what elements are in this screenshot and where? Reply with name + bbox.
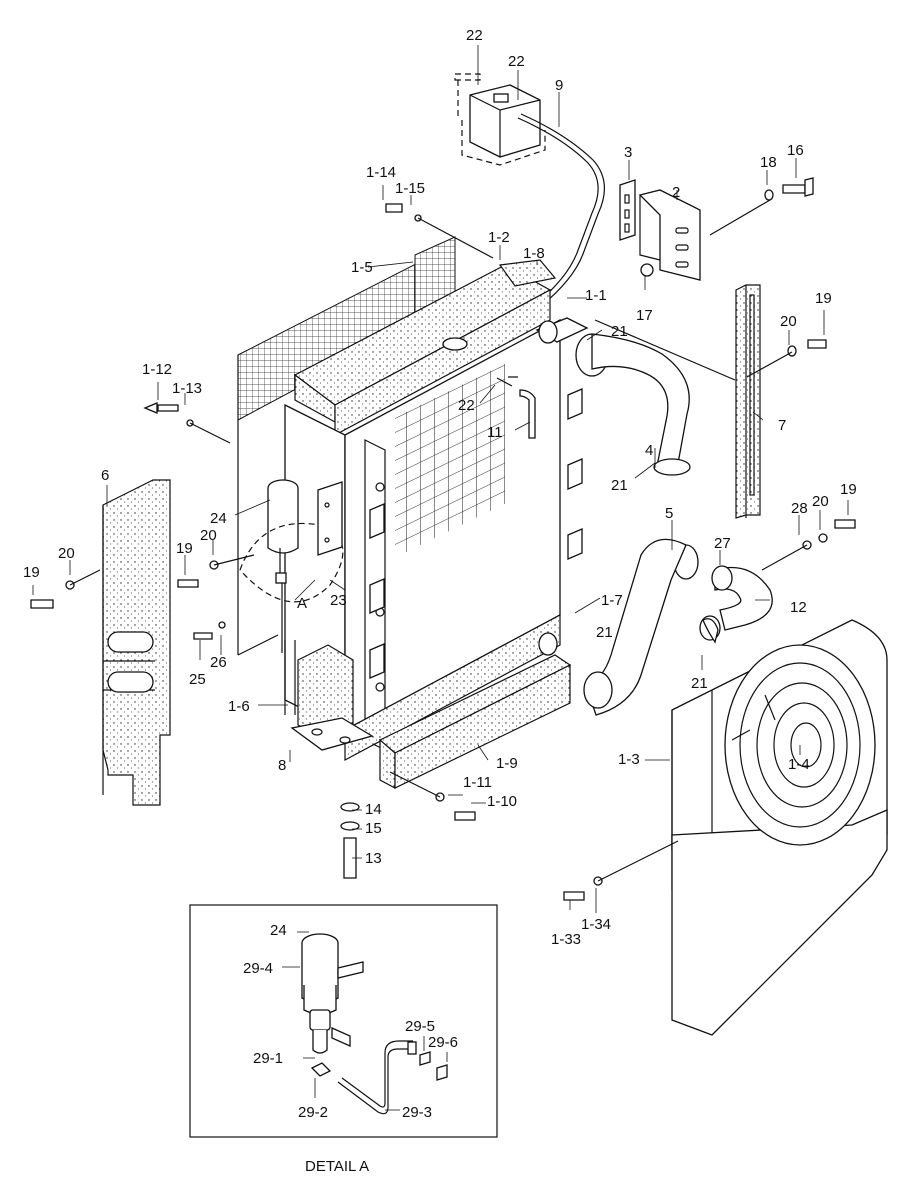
callout-1-5: 1-5 (351, 259, 373, 276)
callout-20: 20 (200, 527, 217, 544)
detail-a-caption: DETAIL A (305, 1158, 369, 1175)
rubber-1-9 (378, 654, 572, 789)
hose-12 (699, 565, 773, 641)
callout-29-3: 29-3 (402, 1104, 432, 1121)
callout-29-2: 29-2 (298, 1104, 328, 1121)
detail-a-box (189, 904, 498, 1138)
callout-21: 21 (611, 323, 628, 340)
bracket-7 (735, 284, 827, 519)
callout-1-4: 1-4 (788, 756, 810, 773)
callout-20: 20 (780, 313, 797, 330)
callout-16: 16 (787, 142, 804, 159)
callout-17: 17 (636, 307, 653, 324)
callout-15: 15 (365, 820, 382, 837)
callout-20: 20 (812, 493, 829, 510)
stay-1-6 (284, 640, 374, 751)
bracket-3 (619, 179, 636, 241)
callout-14: 14 (365, 801, 382, 818)
callout-1-13: 1-13 (172, 380, 202, 397)
callout-labels: 22 22 9 3 2 18 16 1-14 1-15 1-2 1-8 1-5 … (23, 27, 857, 1175)
callout-1-12: 1-12 (142, 361, 172, 378)
callout-18: 18 (760, 154, 777, 171)
bolt-16 (764, 177, 814, 201)
callout-28: 28 (791, 500, 808, 517)
callout-4: 4 (645, 442, 653, 459)
callout-13: 13 (365, 850, 382, 867)
callout-11: 11 (487, 424, 503, 441)
callout-6: 6 (101, 467, 109, 484)
callout-21: 21 (611, 477, 628, 494)
callout-1-3: 1-3 (618, 751, 640, 768)
callout-1-1: 1-1 (585, 287, 607, 304)
callout-5: 5 (665, 505, 673, 522)
callout-1-6: 1-6 (228, 698, 250, 715)
callout-1-34: 1-34 (581, 916, 611, 933)
callout-1-7: 1-7 (601, 592, 623, 609)
callout-21: 21 (596, 624, 613, 641)
callout-25: 25 (189, 671, 206, 688)
callout-22: 22 (466, 27, 483, 44)
callout-1-8: 1-8 (523, 245, 545, 262)
callout-20: 20 (58, 545, 75, 562)
callout-1-11: 1-11 (463, 774, 492, 791)
callout-8: 8 (278, 757, 286, 774)
callout-29-1: 29-1 (253, 1050, 283, 1067)
callout-19: 19 (815, 290, 832, 307)
callout-1-10: 1-10 (487, 793, 517, 810)
callout-19: 19 (176, 540, 193, 557)
seal-6 (102, 479, 171, 806)
callout-24: 24 (270, 922, 287, 939)
callout-19: 19 (23, 564, 40, 581)
hose-4 (575, 333, 691, 476)
callout-3: 3 (624, 144, 632, 161)
bracket-2 (638, 189, 701, 281)
callout-1-2: 1-2 (488, 229, 510, 246)
callout-a: A (297, 595, 307, 612)
callout-1-14: 1-14 (366, 164, 396, 181)
hose-5 (583, 538, 699, 716)
leader-lines (32, 45, 849, 1111)
callout-19: 19 (840, 481, 857, 498)
callout-1-15: 1-15 (395, 180, 425, 197)
callout-22: 22 (508, 53, 525, 70)
callout-27: 27 (714, 535, 731, 552)
callout-29-5: 29-5 (405, 1018, 435, 1035)
callout-21: 21 (691, 675, 708, 692)
callout-1-9: 1-9 (496, 755, 518, 772)
callout-29-4: 29-4 (243, 960, 273, 977)
callout-22: 22 (458, 397, 475, 414)
callout-9: 9 (555, 77, 563, 94)
callout-2: 2 (672, 184, 680, 201)
callout-23: 23 (330, 592, 347, 609)
callout-7: 7 (778, 417, 786, 434)
hardware (30, 203, 856, 901)
filter-24 (239, 479, 344, 653)
reservoir-tank (454, 73, 605, 307)
callout-26: 26 (210, 654, 227, 671)
callout-29-6: 29-6 (428, 1034, 458, 1051)
callout-24: 24 (210, 510, 227, 527)
callout-1-33: 1-33 (551, 931, 581, 948)
callout-12: 12 (790, 599, 807, 616)
